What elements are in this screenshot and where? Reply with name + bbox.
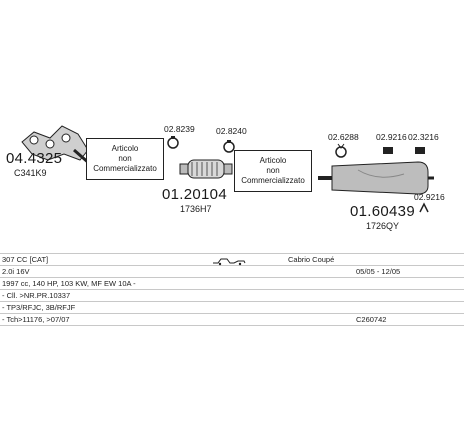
- small-code-6: 02.9216: [414, 192, 445, 202]
- small-code-2: 02.8240: [216, 126, 247, 136]
- note-1-line-2: non: [118, 154, 132, 163]
- rear-silencer-drawing: [318, 161, 434, 195]
- note-2-line-3: Commercializzato: [241, 176, 305, 185]
- hanger-drawing-2: [383, 147, 393, 154]
- table-separator: [0, 289, 464, 290]
- table-separator: [0, 301, 464, 302]
- note-2-line-2: non: [266, 166, 280, 175]
- part-code-2: 01.20104: [162, 186, 227, 203]
- part-sub-3: 1726QY: [366, 221, 400, 231]
- note-box-2: Articolo non Commercializzato: [234, 150, 312, 192]
- table-separator: [0, 325, 464, 326]
- small-code-4: 02.9216: [376, 132, 407, 142]
- car-icon: [213, 258, 246, 266]
- row-6-right: C260742: [356, 315, 387, 324]
- note-box-1: Articolo non Commercializzato: [86, 138, 164, 180]
- row-1-middle: Cabrio Coupé: [288, 255, 335, 264]
- part-code-3: 01.60439: [350, 203, 415, 220]
- part-sub-1: C341K9: [14, 168, 47, 178]
- row-1-left: 307 CC [CAT]: [2, 255, 49, 264]
- clamp-drawing-1: [167, 136, 179, 149]
- row-4-left: - Cll. >NR.PR.10337: [2, 291, 71, 300]
- table-separator: [0, 265, 464, 266]
- flex-pipe-drawing: [179, 159, 233, 179]
- row-2-left: 2.0i 16V: [2, 267, 30, 276]
- part-code-1: 04.4325: [6, 150, 63, 167]
- row-3-left: 1997 cc, 140 HP, 103 KW, MF EW 10A -: [2, 279, 136, 288]
- hanger-drawing-3: [415, 147, 425, 154]
- table-separator: [0, 277, 464, 278]
- hanger-drawing-4: [419, 202, 429, 213]
- row-2-right: 05/05 - 12/05: [356, 267, 401, 276]
- table-separator: [0, 253, 464, 254]
- row-6-left: - Tch>11176, >07/07: [2, 315, 70, 324]
- small-code-1: 02.8239: [164, 124, 195, 134]
- small-code-5: 02.3216: [408, 132, 439, 142]
- row-5-left: - TP3/RFJC, 3B/RFJF: [2, 303, 76, 312]
- note-1-line-3: Commercializzato: [93, 164, 157, 173]
- table-separator: [0, 313, 464, 314]
- note-1-line-1: Articolo: [111, 144, 139, 153]
- part-sub-2: 1736H7: [180, 204, 212, 214]
- small-code-3: 02.6288: [328, 132, 359, 142]
- note-2-line-1: Articolo: [259, 156, 287, 165]
- hanger-drawing-1: [335, 143, 347, 158]
- clamp-drawing-2: [223, 140, 235, 153]
